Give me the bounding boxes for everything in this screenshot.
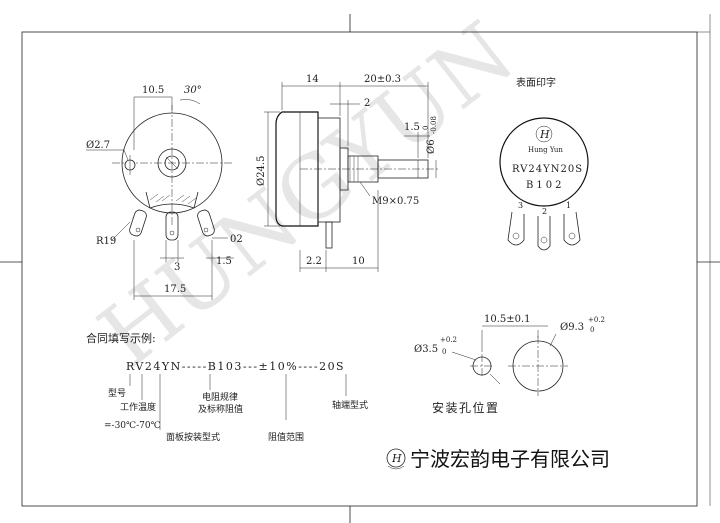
dim-shaft-len: 20±0.3 <box>364 74 401 85</box>
dim-width: 10.5 <box>142 85 164 96</box>
watermark: HUNGYUN <box>81 3 532 386</box>
marking-line2: B102 <box>526 180 564 191</box>
dim-pin-offset: 1.5 <box>216 256 232 267</box>
dim-radius: R19 <box>96 236 116 247</box>
label-mount: 面板按装型式 <box>166 431 220 443</box>
label-shaft: 轴端型式 <box>332 399 368 411</box>
dim-small-hole: Ø3.5 <box>414 344 438 355</box>
dim-body-dia: Ø24.5 <box>256 156 267 186</box>
dim-body: 14 <box>306 74 319 85</box>
dim-shaft-step: 1.5 <box>404 122 420 133</box>
label-model: 型号 <box>108 388 126 399</box>
mounting-title: 安装孔位置 <box>432 400 500 415</box>
label-temp-range: =-30℃-70℃ <box>104 421 161 431</box>
company-block: H 宁波宏韵电子有限公司 <box>386 447 610 471</box>
dim-small-tol-zero: 0 <box>442 348 446 356</box>
label-temp: 工作温度 <box>120 401 156 413</box>
marking-view: 表面印字 H Hung Yun RV24YN20S B102 3 2 1 <box>499 76 589 251</box>
side-view: 14 20±0.3 2 1.5 Ø6 0 -0.08 Ø24.5 M9×0.75… <box>256 74 440 272</box>
marking-brand: Hung Yun <box>528 146 563 154</box>
dim-total-width: 17.5 <box>164 284 186 295</box>
dim-flat: 2 <box>364 98 370 109</box>
marking-title: 表面印字 <box>516 76 556 89</box>
company-name: 宁波宏韵电子有限公司 <box>410 447 610 471</box>
marking-pin-3: 3 <box>518 201 523 210</box>
company-logo-letter: H <box>391 452 402 465</box>
dim-hole: Ø2.7 <box>86 140 110 151</box>
marking-line1: RV24YN20S <box>512 164 583 175</box>
dim-big-tol: +0.2 <box>588 316 605 324</box>
dim-big-tol-zero: 0 <box>590 326 594 334</box>
dim-shaft-tol-upper: 0 <box>422 126 430 130</box>
dim-pin-width: 02 <box>230 234 243 245</box>
dim-thread: M9×0.75 <box>372 196 419 207</box>
marking-pin-1: 1 <box>566 201 571 210</box>
order-code-example: 合同填写示例: RV24YN-----B103---±10%----20S 型号… <box>86 331 368 443</box>
front-view: 10.5 30° Ø2.7 R19 02 3 1.5 17.5 <box>86 85 243 300</box>
dim-big-hole: Ø9.3 <box>560 322 584 333</box>
dim-bush-len: 10 <box>352 256 365 267</box>
label-tolerance: 阻值范围 <box>268 431 304 443</box>
order-code: RV24YN-----B103---±10%----20S <box>126 360 345 373</box>
mounting-holes: 10.5±0.1 Ø9.3 +0.2 0 Ø3.5 +0.2 0 安装孔位置 <box>414 314 605 415</box>
company-logo <box>386 448 406 468</box>
label-taper: 电阻规律 <box>202 391 238 403</box>
label-resistance: 及标称阻值 <box>198 403 243 415</box>
dim-small-tol: +0.2 <box>440 336 457 344</box>
drawing-frame <box>0 14 720 523</box>
terminal-pins <box>129 209 215 241</box>
dim-pin-pitch: 3 <box>174 262 180 273</box>
marking-pin-2: 2 <box>542 207 547 216</box>
dim-shaft-dia: Ø6 <box>426 139 437 154</box>
dim-bush-left: 2.2 <box>306 256 322 267</box>
dim-pitch: 10.5±0.1 <box>484 314 531 325</box>
dim-angle: 30° <box>184 85 202 96</box>
marking-logo: H <box>539 128 550 141</box>
dim-shaft-tol-lower: -0.08 <box>430 116 438 134</box>
order-title: 合同填写示例: <box>86 331 156 345</box>
